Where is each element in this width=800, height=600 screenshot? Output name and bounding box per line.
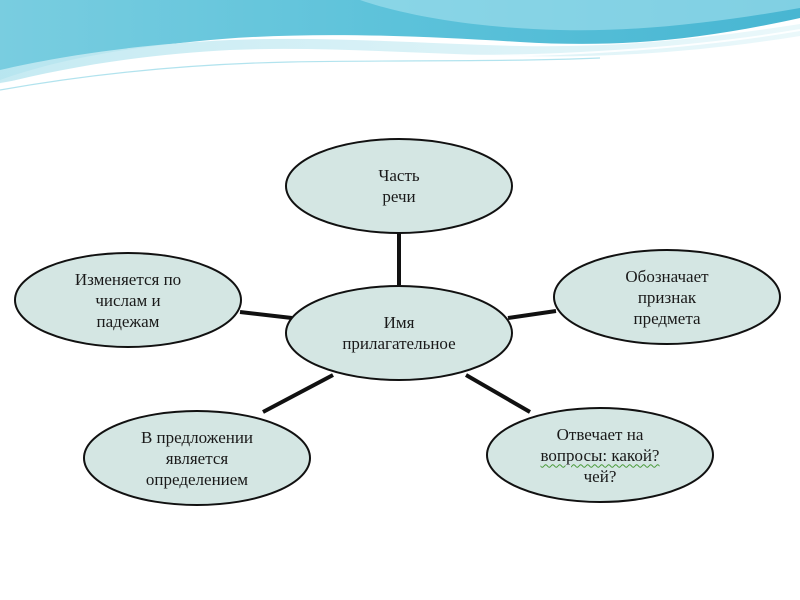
left-node-shape — [14, 252, 242, 348]
bottom-left-node-line-3: определением — [145, 469, 249, 489]
left-node: Изменяется по числам и падежам — [29, 259, 227, 341]
connectors — [239, 232, 557, 414]
center-node-line-1: Имя — [383, 313, 415, 332]
top-node-line-1: Часть — [378, 166, 420, 185]
center-node-shape — [285, 285, 513, 381]
center-node: Имя прилагательное — [300, 292, 498, 374]
top-node: Часть речи — [300, 145, 498, 227]
left-node-line-2: числам и — [95, 290, 161, 310]
left-node-line-1: Изменяется по — [74, 269, 182, 289]
bottom-right-node-line-1: Отвечает на — [556, 424, 644, 444]
bottom-right-node: Отвечает на вопросы: какой? чей? — [501, 414, 699, 496]
bottom-left-node: В предложении является определением — [98, 417, 296, 499]
top-node-line-2: речи — [382, 187, 416, 206]
right-node-shape — [553, 249, 781, 345]
connector-left — [239, 310, 293, 320]
bottom-right-node-line-2: вопросы: какой? — [540, 445, 660, 465]
right-node-line-1: Обозначает — [625, 266, 709, 286]
bottom-left-node-line-2: является — [165, 448, 229, 468]
connector-right — [507, 309, 557, 320]
right-node-line-2: признак — [637, 287, 697, 307]
connector-bottom-right — [464, 373, 532, 414]
right-node: Обозначает признак предмета — [568, 256, 766, 338]
bottom-left-node-line-1: В предложении — [140, 427, 254, 447]
bottom-right-node-shape — [486, 407, 714, 503]
left-node-line-3: падежам — [96, 311, 160, 331]
bottom-left-node-shape — [83, 410, 311, 506]
decorative-wave-banner — [0, 0, 800, 91]
center-node-line-2: прилагательное — [342, 334, 456, 353]
right-node-line-3: предмета — [633, 308, 701, 328]
connector-bottom-left — [262, 373, 334, 414]
ellipses — [14, 138, 781, 506]
bottom-right-node-line-3: чей? — [583, 466, 617, 486]
top-node-shape — [285, 138, 513, 234]
